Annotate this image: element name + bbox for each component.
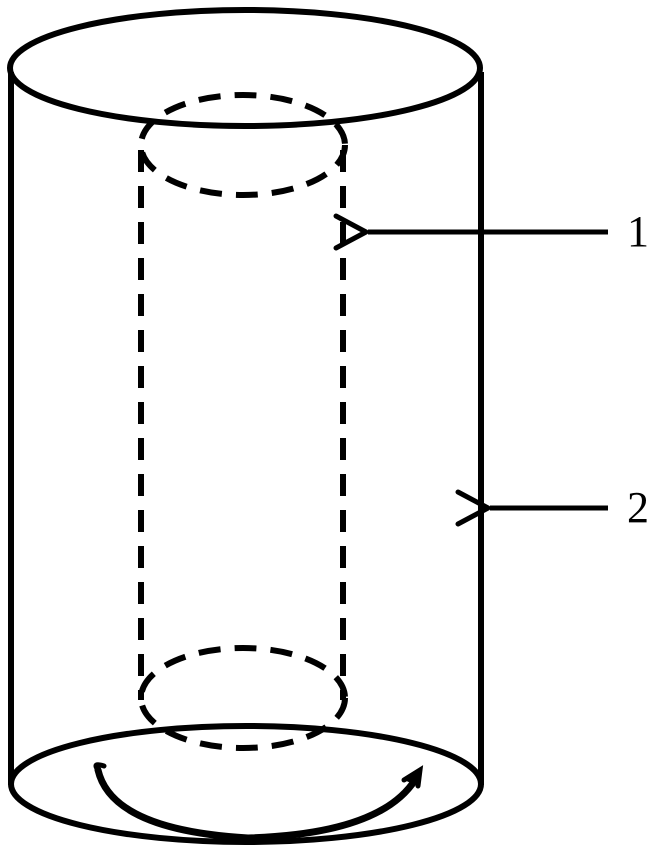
- swirl-right-arrow-icon: [401, 765, 424, 789]
- inner-cylinder: [138, 92, 348, 751]
- outer-cylinder-top-ellipse: [7, 7, 483, 129]
- swirl-left-hook: [93, 762, 107, 773]
- inner-cylinder-bottom-ellipse: [138, 645, 348, 751]
- swirl-arc: [94, 766, 419, 842]
- outer-cylinder: [7, 7, 484, 845]
- swirl-flow-arrows: [93, 762, 424, 842]
- callout-1-label: 1: [627, 207, 649, 256]
- outer-cylinder-bottom-ellipse: [8, 723, 484, 845]
- callout-2-label: 2: [627, 483, 649, 532]
- inner-cylinder-top-ellipse: [138, 92, 348, 198]
- callout-1: 1: [333, 207, 649, 256]
- callout-2: 2: [455, 483, 649, 532]
